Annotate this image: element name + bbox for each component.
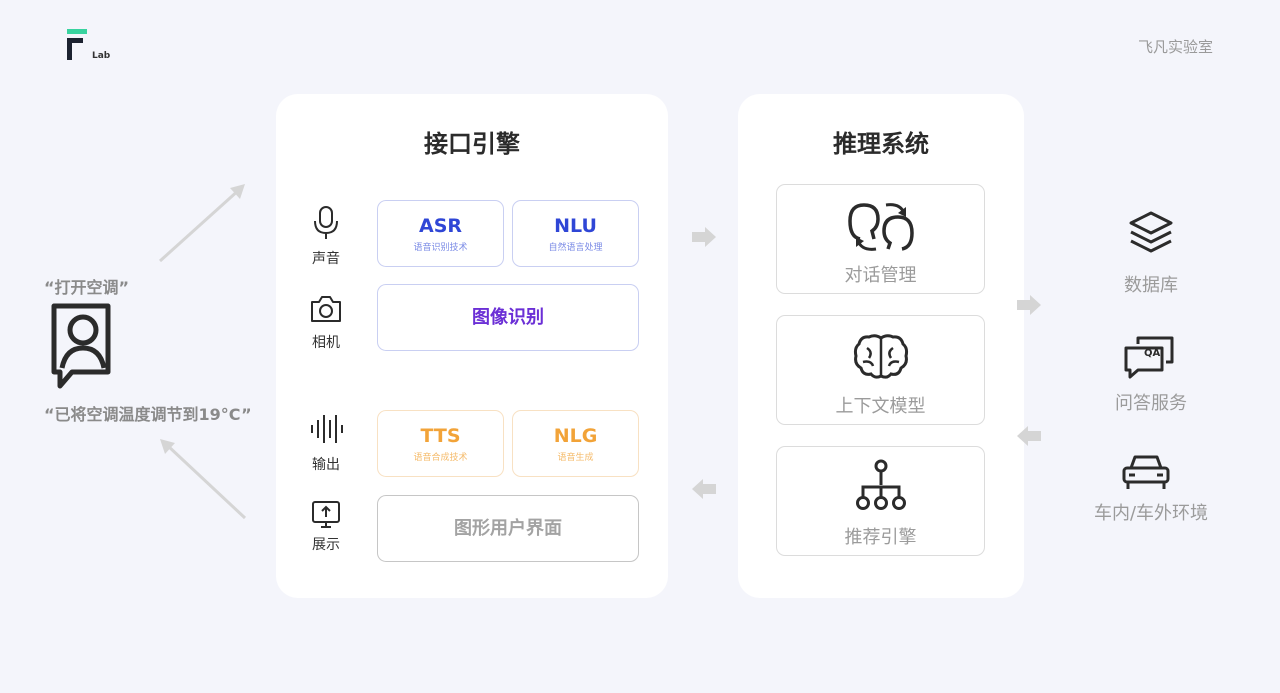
nlg-title: NLG (553, 424, 598, 447)
user-speaker-icon (51, 303, 111, 389)
nlu-subtitle: 自然语言处理 (548, 242, 603, 253)
gui-box: 图形用户界面 (377, 495, 639, 562)
input-label-camera: 相机 (312, 335, 340, 351)
gui-title: 图形用户界面 (454, 517, 562, 539)
input-arrow (158, 184, 245, 263)
output-label-audio: 输出 (312, 457, 340, 473)
nlg-subtitle: 语音生成 (557, 452, 594, 463)
qa-chat-icon: QA (1124, 336, 1174, 379)
output-label-display: 展示 (312, 537, 340, 553)
context-model-box: 上下文模型 (776, 315, 985, 425)
hierarchy-icon (855, 459, 906, 510)
user-command: “打开空调” (44, 278, 130, 297)
dialogue-management-box: 对话管理 (776, 184, 985, 294)
brain-icon (853, 334, 908, 379)
car-icon (1122, 455, 1170, 489)
layers-icon (1129, 211, 1173, 253)
asr-subtitle: 语音识别技术 (413, 242, 468, 253)
lab-name: 飞凡实验室 (1137, 38, 1213, 56)
dialogue-management-label: 对话管理 (844, 265, 917, 286)
image-recognition-title: 图像识别 (472, 306, 544, 328)
asr-title: ASR (418, 214, 463, 237)
reasoning-system-title: 推理系统 (833, 130, 929, 158)
resource-label-database: 数据库 (1124, 275, 1178, 296)
recommendation-engine-box: 推荐引擎 (776, 446, 985, 556)
asr-box: ASR 语音识别技术 (377, 200, 504, 267)
tts-title: TTS (420, 424, 461, 447)
screen-icon (306, 500, 346, 534)
input-label-sound: 声音 (312, 251, 340, 267)
arrow-left-from-resources (1017, 426, 1041, 446)
logo-text: Lab (92, 51, 111, 61)
tts-box: TTS 语音合成技术 (377, 410, 504, 477)
lab-logo (67, 29, 87, 60)
camera-icon (306, 294, 346, 328)
nlu-title: NLU (554, 214, 597, 237)
dialogue-icon (847, 203, 914, 251)
image-recognition-box: 图像识别 (377, 284, 639, 351)
resource-label-environment: 车内/车外环境 (1093, 503, 1209, 524)
context-model-label: 上下文模型 (835, 396, 926, 417)
audio-wave-icon (306, 414, 346, 448)
nlu-box: NLU 自然语言处理 (512, 200, 639, 267)
nlg-box: NLG 语音生成 (512, 410, 639, 477)
arrow-right-to-resources (1017, 295, 1041, 315)
svg-text:QA: QA (1144, 348, 1161, 359)
resource-label-qa-service: 问答服务 (1115, 393, 1187, 414)
tts-subtitle: 语音合成技术 (413, 452, 468, 463)
system-reply: “已将空调温度调节到19°C” (44, 405, 252, 424)
output-arrow (160, 439, 247, 520)
microphone-icon (306, 205, 346, 245)
arrow-left-to-interface (692, 479, 716, 499)
interface-engine-title: 接口引擎 (424, 130, 520, 158)
recommendation-engine-label: 推荐引擎 (844, 527, 917, 548)
arrow-right-to-reasoning (692, 227, 716, 247)
